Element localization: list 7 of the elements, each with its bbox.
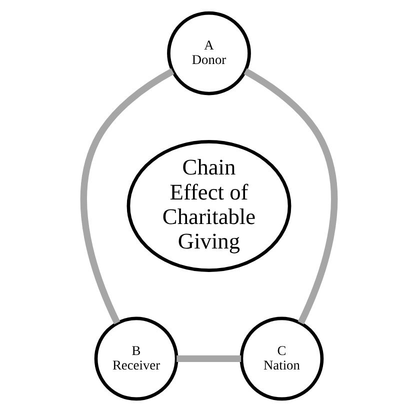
connector <box>244 68 338 324</box>
node-circle: B Receiver <box>94 316 178 401</box>
node-ellipse: Chain Effect of Charitable Giving <box>126 140 292 272</box>
node-circle: C Nation <box>240 316 324 401</box>
connector <box>176 355 242 362</box>
connector <box>80 68 174 324</box>
node-circle: A Donor <box>167 11 251 96</box>
